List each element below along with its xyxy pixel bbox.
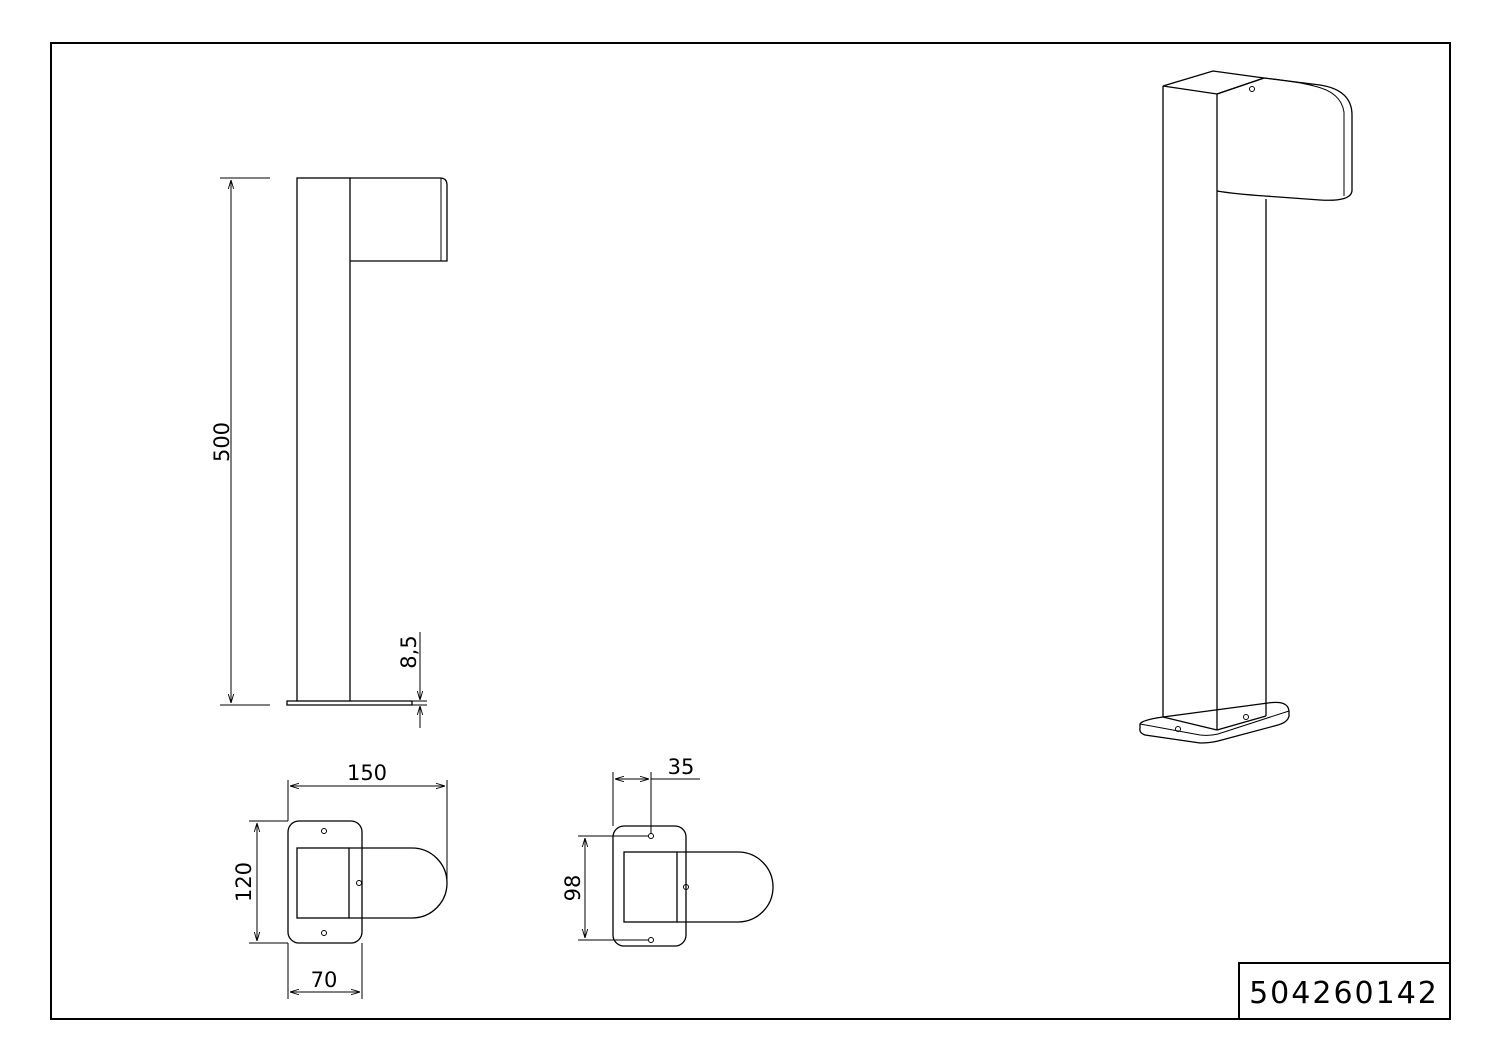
- top-view-mounting: 35 98: [561, 755, 774, 947]
- drawing-frame: [50, 42, 1451, 1020]
- dim-head-length: 150: [347, 761, 387, 785]
- dim-base-thickness: 8,5: [397, 635, 421, 668]
- dim-hole-spacing: 98: [561, 875, 585, 902]
- top-view-main: 150 120 70: [232, 761, 448, 999]
- isometric-view: [1139, 70, 1353, 744]
- dim-hole-offset: 35: [668, 755, 695, 779]
- dim-height-500: 500: [210, 422, 234, 462]
- dim-post-width: 70: [311, 968, 338, 992]
- title-block: 504260142: [1238, 962, 1451, 1020]
- part-number: 504260142: [1249, 976, 1439, 1011]
- side-elevation-view: 500 8,5: [210, 177, 448, 728]
- dim-base-depth: 120: [232, 862, 256, 902]
